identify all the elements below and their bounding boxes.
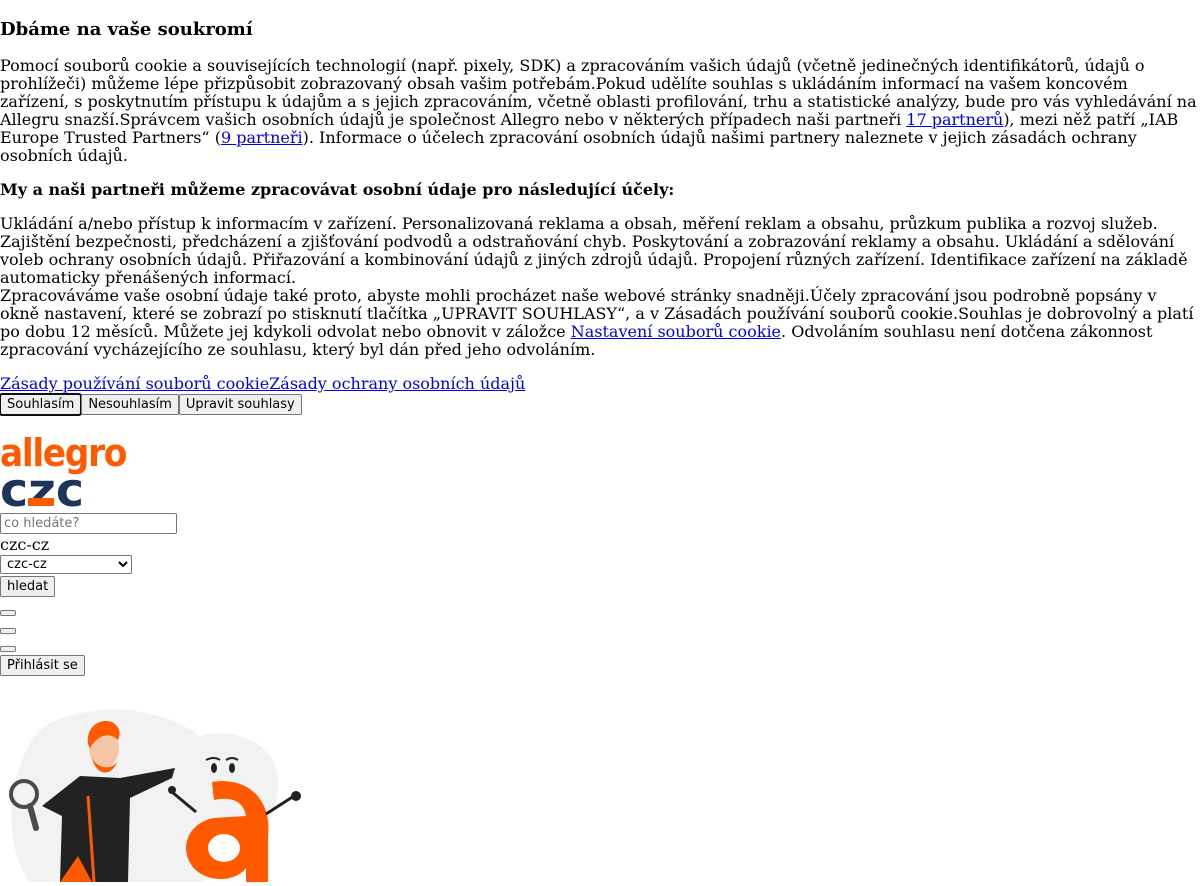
- search-scope-label: czc-cz: [0, 535, 50, 554]
- cookie-policy-link[interactable]: Zásady používání souborů cookie: [0, 374, 270, 393]
- customize-consent-button[interactable]: Upravit souhlasy: [178, 394, 302, 415]
- intro-text-3: ). Informace o účelech zpracování osobní…: [0, 128, 1137, 165]
- consent-title: Dbáme na vaše soukromí: [0, 19, 253, 40]
- processing-text-2: . Odvoláním souhlasu není dotčena zákonn…: [0, 322, 1153, 359]
- logo-czc-accent: [28, 498, 54, 506]
- logo-graphic: allegro czc: [0, 431, 128, 517]
- search-scope-select[interactable]: czc-cz: [0, 555, 132, 574]
- policy-links: Zásady používání souborů cookieZásady oc…: [0, 375, 1200, 393]
- privacy-policy-link[interactable]: Zásady ochrany osobních údajů: [269, 374, 526, 393]
- header-icon-button-2[interactable]: [0, 628, 16, 634]
- mascot-illustration: [9, 709, 301, 883]
- reject-button[interactable]: Nesouhlasím: [81, 394, 179, 415]
- processing-text: Zpracováváme vaše osobní údaje také prot…: [0, 287, 1200, 359]
- header-icon-button-3[interactable]: [0, 646, 16, 652]
- hero-illustration: [0, 706, 304, 883]
- allegro-czc-logo[interactable]: allegro czc: [0, 431, 128, 517]
- intro-text-2: ), mezi něž patří „IAB Europe Trusted Pa…: [0, 110, 1179, 147]
- login-button[interactable]: Přihlásit se: [0, 655, 85, 676]
- consent-dialog: Dbáme na vaše soukromí Pomocí souborů co…: [0, 19, 1200, 416]
- cookie-settings-link[interactable]: Nastavení souborů cookie: [570, 322, 782, 341]
- processing-text-1: Zpracováváme vaše osobní údaje také prot…: [0, 286, 1194, 341]
- search-input[interactable]: [0, 513, 177, 534]
- logo-allegro-text: allegro: [0, 432, 126, 475]
- consent-buttons: Souhlasím Nesouhlasím Upravit souhlasy: [0, 393, 1200, 416]
- consent-intro: Pomocí souborů cookie a souvisejících te…: [0, 57, 1200, 165]
- purposes-text: Ukládání a/nebo přístup k informacím v z…: [0, 214, 1188, 287]
- purposes-heading: My a naši partneři můžeme zpracovávat os…: [0, 180, 675, 199]
- accept-button[interactable]: Souhlasím: [0, 393, 83, 416]
- site-header: allegro czc czc-cz czc-cz hledat Přihlás…: [0, 431, 1200, 676]
- partners-link[interactable]: 17 partnerů: [906, 110, 1004, 129]
- intro-text: Pomocí souborů cookie a souvisejících te…: [0, 56, 1197, 129]
- iab-partners-link[interactable]: 9 partneři: [220, 128, 303, 147]
- header-icon-button-1[interactable]: [0, 610, 16, 616]
- search-button[interactable]: hledat: [0, 576, 56, 597]
